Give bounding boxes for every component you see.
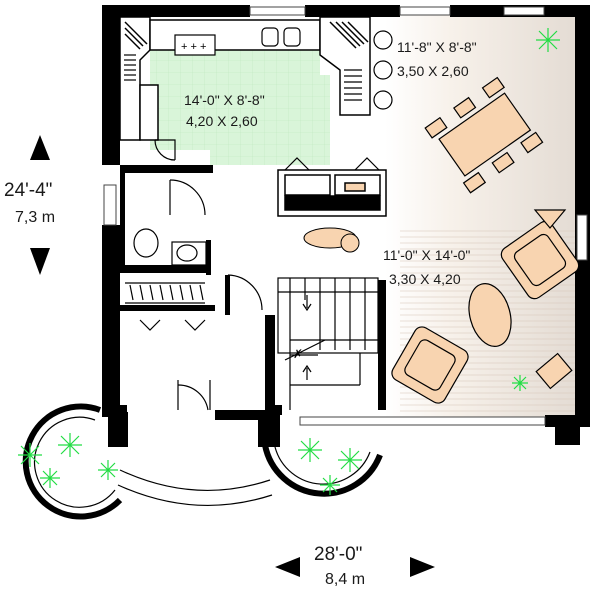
entry-door	[177, 380, 211, 411]
kitchen-island	[277, 169, 387, 217]
depth-imperial: 24'-4"	[4, 180, 52, 201]
coffee-table	[468, 283, 512, 347]
kitchen-floor	[150, 50, 330, 165]
hall-door	[227, 274, 263, 311]
counter-hatch-top-right	[329, 21, 369, 49]
arrow-down-icon	[30, 248, 50, 275]
interior-walls	[120, 165, 386, 415]
living-dim-metric: 3,30 X 4,20	[389, 271, 461, 287]
bay-left	[22, 403, 123, 520]
living-dim-imperial: 11'-0" X 14'-0"	[383, 247, 470, 263]
bathroom	[133, 179, 207, 266]
island-peaks	[284, 157, 380, 171]
counter-hatch-top-left	[124, 21, 148, 50]
armchair-right	[500, 220, 580, 300]
end-table-triangle	[533, 209, 567, 229]
arrow-left-icon	[275, 557, 300, 577]
entry-steps	[117, 469, 273, 506]
width-metric: 8,4 m	[325, 571, 365, 588]
windows	[103, 6, 588, 426]
sink-icon	[261, 27, 301, 47]
side-table	[535, 352, 573, 390]
dining-set	[424, 76, 544, 194]
dining-dim-metric: 3,50 X 2,60	[397, 63, 469, 79]
small-table	[303, 227, 360, 253]
plants	[18, 28, 560, 495]
bar-stools	[373, 30, 393, 110]
counter-stripes-right	[344, 69, 362, 101]
kitchen-dim-imperial: 14'-0" X 8'-8"	[184, 92, 265, 108]
armchair-left	[391, 326, 469, 404]
svg-text:✗: ✗	[293, 347, 303, 361]
bay-right	[262, 444, 383, 497]
fridge	[139, 84, 159, 141]
arrow-right-icon	[410, 557, 435, 577]
closet	[125, 282, 206, 331]
arrow-up-icon	[30, 135, 50, 160]
kitchen-door	[154, 139, 176, 161]
width-imperial: 28'-0"	[314, 544, 362, 565]
dining-dim-imperial: 11'-8" X 8'-8"	[397, 39, 477, 55]
svg-text:+ + +: + + +	[181, 41, 206, 53]
counter-stripes-left	[124, 54, 136, 81]
staircase: ✗	[277, 277, 379, 410]
kitchen-dim-metric: 4,20 X 2,60	[186, 113, 258, 129]
stove-icon: + + +	[174, 34, 216, 56]
depth-metric: 7,3 m	[15, 209, 55, 226]
